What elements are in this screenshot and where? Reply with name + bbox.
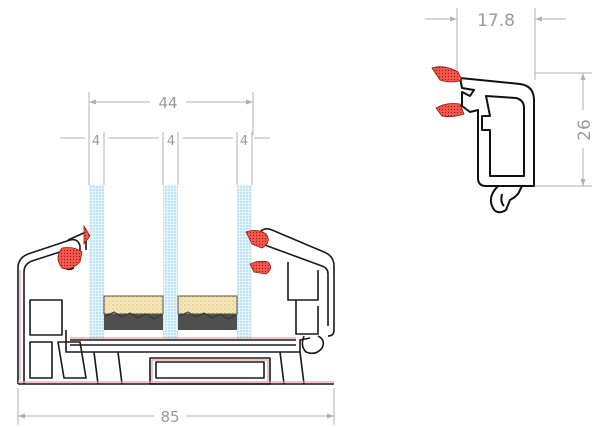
pane-right-label: 4 [240, 134, 248, 149]
bead-gaskets [431, 66, 465, 118]
pane-left-label: 4 [92, 134, 100, 149]
bead-width-dimension [425, 8, 566, 80]
spacer-right [177, 295, 238, 330]
overall-width-label: 85 [160, 408, 179, 426]
glass-pane-right [237, 185, 252, 340]
frame-profile [17, 228, 335, 385]
reinforcement [18, 270, 334, 383]
bead-width-label: 17.8 [477, 11, 515, 31]
glass-pane-middle [163, 185, 178, 340]
bead-height-label: 26 [575, 119, 595, 141]
gaskets [57, 224, 271, 275]
pane-middle-label: 4 [167, 134, 175, 149]
glazing-bead-profile [459, 77, 535, 214]
glass-total-dimension [88, 92, 254, 135]
glass-pane-left [89, 185, 104, 340]
bead-height-dimension [535, 72, 592, 187]
overall-width-dimension [17, 388, 335, 425]
glass-total-label: 44 [158, 94, 177, 112]
spacer-left [103, 295, 164, 330]
pane-dimensions [60, 132, 270, 185]
